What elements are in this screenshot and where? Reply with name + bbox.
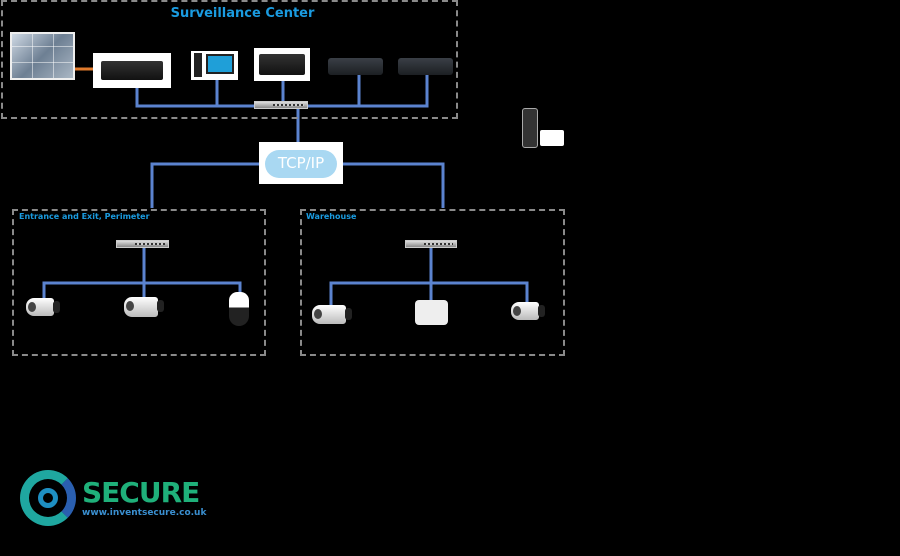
bullet-camera-icon	[124, 297, 164, 317]
logo-brand: SECURE	[82, 476, 200, 509]
logo-ring-icon	[20, 470, 76, 526]
bullet-camera-icon	[26, 298, 60, 316]
video-wall-icon	[10, 32, 75, 80]
surveillance-center-title: Surveillance Center	[170, 6, 315, 21]
ptz-dome-camera-icon	[229, 292, 249, 326]
warehouse-switch-icon	[405, 240, 457, 248]
tcp-ip-cloud: TCP/IP	[259, 142, 343, 184]
nvr-server-icon	[93, 53, 171, 88]
warehouse-title: Warehouse	[306, 212, 357, 221]
recorder-icon	[328, 58, 383, 75]
workstation-pc-icon	[191, 51, 238, 80]
thermal-camera-icon	[415, 300, 448, 325]
warehouse-zone	[300, 209, 565, 356]
company-logo: SECURE www.inventsecure.co.uk	[20, 468, 215, 530]
network-label: TCP/IP	[277, 154, 325, 172]
storage-server-icon	[254, 48, 310, 81]
surveillance-center-zone	[1, 0, 458, 119]
logo-url: www.inventsecure.co.uk	[82, 508, 207, 518]
core-switch-icon	[254, 101, 308, 109]
perimeter-zone	[12, 209, 266, 356]
perimeter-title: Entrance and Exit, Perimeter	[19, 212, 150, 221]
perimeter-switch-icon	[116, 240, 169, 248]
bullet-camera-icon	[312, 305, 352, 324]
recorder-icon	[398, 58, 453, 75]
mobile-client-icon	[520, 108, 565, 148]
bullet-camera-icon	[511, 302, 545, 320]
